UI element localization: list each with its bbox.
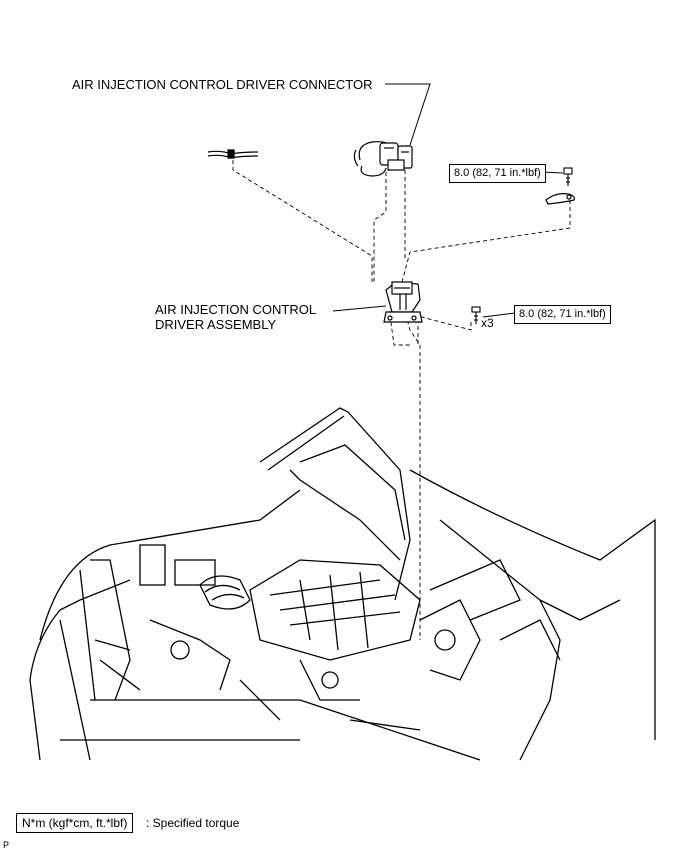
driver-assembly-part [383, 281, 423, 323]
upper-bolt [563, 167, 573, 186]
assembly-leader [332, 305, 387, 312]
legend-meaning: : Specified torque [146, 816, 240, 830]
lower-torque-leader [482, 312, 516, 318]
upper-torque-box: 8.0 (82, 71 in.*lbf) [449, 164, 546, 183]
bracket [545, 193, 575, 205]
assembly-label-line2: DRIVER ASSEMBLY [155, 317, 277, 332]
lower-torque-box: 8.0 (82, 71 in.*lbf) [514, 305, 611, 324]
lower-bolt-quantity: x3 [481, 316, 494, 330]
legend-unit-box: N*m (kgf*cm, ft.*lbf) [16, 813, 134, 833]
vehicle-engine-bay [29, 407, 656, 761]
left-wire-harness [207, 149, 259, 159]
footer-mark: P [3, 840, 10, 850]
assembly-label-line1: AIR INJECTION CONTROL [155, 302, 317, 317]
connector-label: AIR INJECTION CONTROL DRIVER CONNECTOR [72, 77, 373, 92]
connector-part [353, 141, 413, 177]
lower-bolt [471, 306, 481, 324]
guide-lines [232, 160, 571, 640]
connector-leader [385, 83, 431, 146]
